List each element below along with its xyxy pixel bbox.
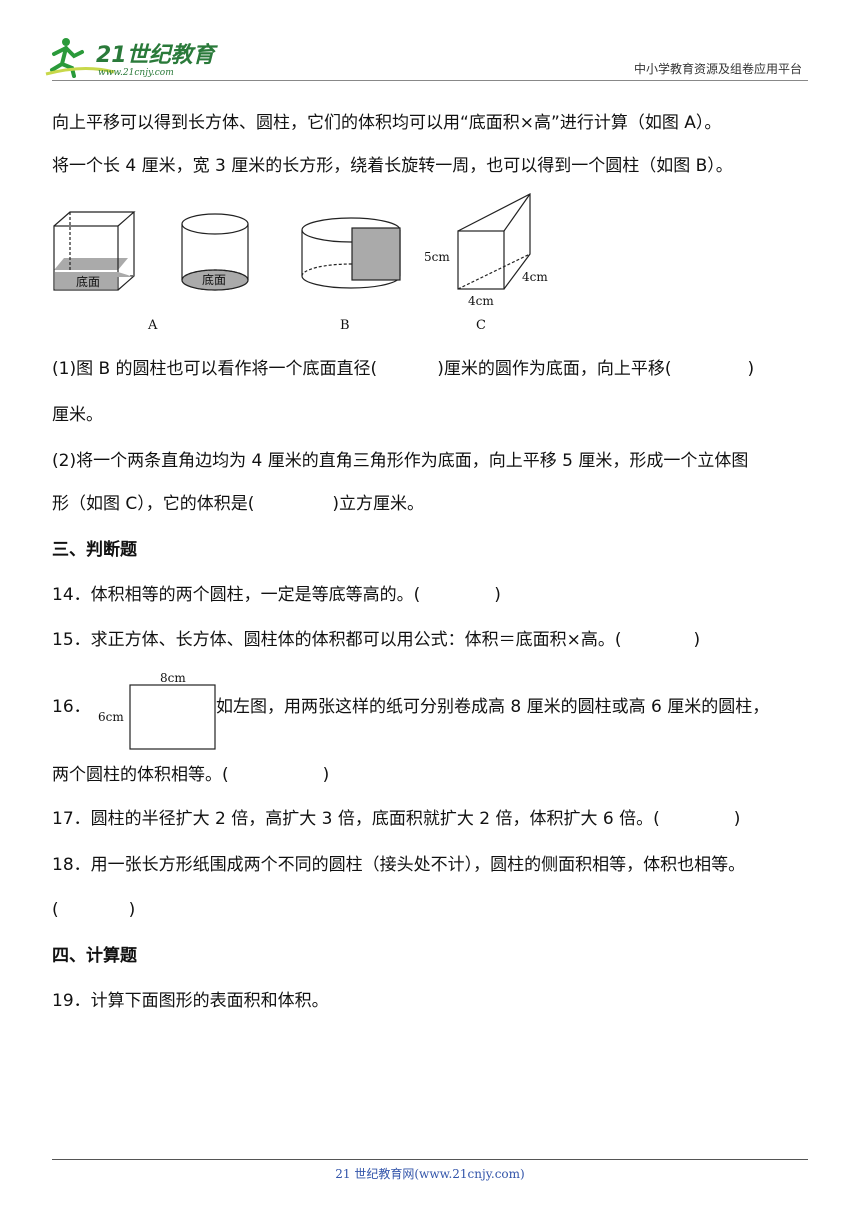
q18-answer: (): [52, 898, 135, 922]
q15: 15．求正方体、长方体、圆柱体的体积都可以用公式：体积＝底面积×高。(): [52, 628, 700, 652]
q16-rectangle-figure: 8cm 6cm: [98, 671, 216, 750]
prism-width-label: 4cm: [468, 294, 494, 308]
cylinder-base-label: 底面: [202, 272, 226, 287]
q16-text: 如左图，用两张这样的纸可分别卷成高 8 厘米的圆柱或高 6 厘米的圆柱，: [216, 697, 770, 717]
q14-close: ): [494, 585, 501, 605]
site-logo: 21世纪教育 www.21cnjy.com: [45, 38, 219, 78]
q13-part2-line1: (2)将一个两条直角边均为 4 厘米的直角三角形作为底面，向上平移 5 厘米，形…: [52, 451, 749, 471]
q13-part1-text-c: ): [747, 359, 755, 379]
q16-line2-text: 两个圆柱的体积相等。(: [52, 765, 229, 785]
header-divider: [52, 80, 808, 81]
q15-close: ): [693, 630, 701, 650]
logo-text: 21世纪教育: [96, 42, 219, 68]
q17-close: ): [733, 809, 741, 829]
q18-open: (: [52, 900, 59, 920]
q13-part1-text-a: (1)图 B 的圆柱也可以看作将一个底面直径(: [52, 359, 378, 379]
q13-part2-text-b: )立方厘米。: [332, 494, 425, 514]
figure-b-label: B: [340, 318, 350, 333]
intro-line-2: 将一个长 4 厘米，宽 3 厘米的长方形，绕着长旋转一周，也可以得到一个圆柱（如…: [52, 156, 733, 176]
q14-text: 14．体积相等的两个圆柱，一定是等底等高的。(: [52, 585, 421, 605]
runner-icon: [45, 38, 115, 78]
figures-abc: 底面 底面 5cm 4cm 4cm A B C: [53, 193, 548, 333]
cuboid-base-label: 底面: [76, 274, 100, 289]
q16-width-label: 8cm: [160, 671, 186, 685]
header-platform-text: 中小学教育资源及组卷应用平台: [633, 62, 802, 76]
cuboid-base: [54, 258, 128, 270]
q18-close: ): [128, 900, 136, 920]
rotating-rectangle: [351, 227, 401, 281]
q13-part1-text-b: )厘米的圆作为底面，向上平移(: [437, 359, 672, 379]
q16-close: ): [322, 765, 330, 785]
q17-text: 17．圆柱的半径扩大 2 倍，高扩大 3 倍，底面积就扩大 2 倍，体积扩大 6…: [52, 809, 660, 829]
section-3-title: 三、判断题: [52, 540, 137, 560]
q13-part1-cont: 厘米。: [52, 405, 103, 425]
figure-a-cylinder: [181, 213, 249, 291]
figure-c-label: C: [476, 318, 486, 333]
prism-height-label: 5cm: [424, 250, 450, 264]
q14: 14．体积相等的两个圆柱，一定是等底等高的。(): [52, 583, 501, 607]
q19: 19．计算下面图形的表面积和体积。: [52, 991, 329, 1011]
q17: 17．圆柱的半径扩大 2 倍，高扩大 3 倍，底面积就扩大 2 倍，体积扩大 6…: [52, 807, 740, 831]
q16-line2: 两个圆柱的体积相等。(): [52, 763, 329, 787]
logo-url: www.21cnjy.com: [98, 68, 174, 78]
intro-line-1: 向上平移可以得到长方体、圆柱，它们的体积均可以用“底面积×高”进行计算（如图 A…: [52, 113, 722, 133]
prism-depth-label: 4cm: [522, 270, 548, 284]
q13-part2-text-a: 形（如图 C），它的体积是(: [52, 494, 255, 514]
q16-paper-rectangle: [129, 684, 216, 750]
footer-divider: [52, 1159, 808, 1160]
q13-part2-line2: 形（如图 C），它的体积是( )立方厘米。: [52, 492, 424, 516]
figure-c-prism: [457, 193, 531, 290]
q15-text: 15．求正方体、长方体、圆柱体的体积都可以用公式：体积＝底面积×高。(: [52, 630, 622, 650]
q13-part1: (1)图 B 的圆柱也可以看作将一个底面直径( )厘米的圆作为底面，向上平移(): [52, 357, 754, 381]
q18: 18．用一张长方形纸围成两个不同的圆柱（接头处不计），圆柱的侧面积相等，体积也相…: [52, 855, 746, 875]
footer-text: 21 世纪教育网(www.21cnjy.com): [335, 1167, 525, 1181]
q16-height-label: 6cm: [98, 710, 124, 724]
q16-number: 16．: [52, 697, 91, 717]
section-4-title: 四、计算题: [52, 946, 137, 966]
figure-a-label: A: [147, 318, 158, 333]
figure-b-cylinder: [301, 217, 401, 289]
